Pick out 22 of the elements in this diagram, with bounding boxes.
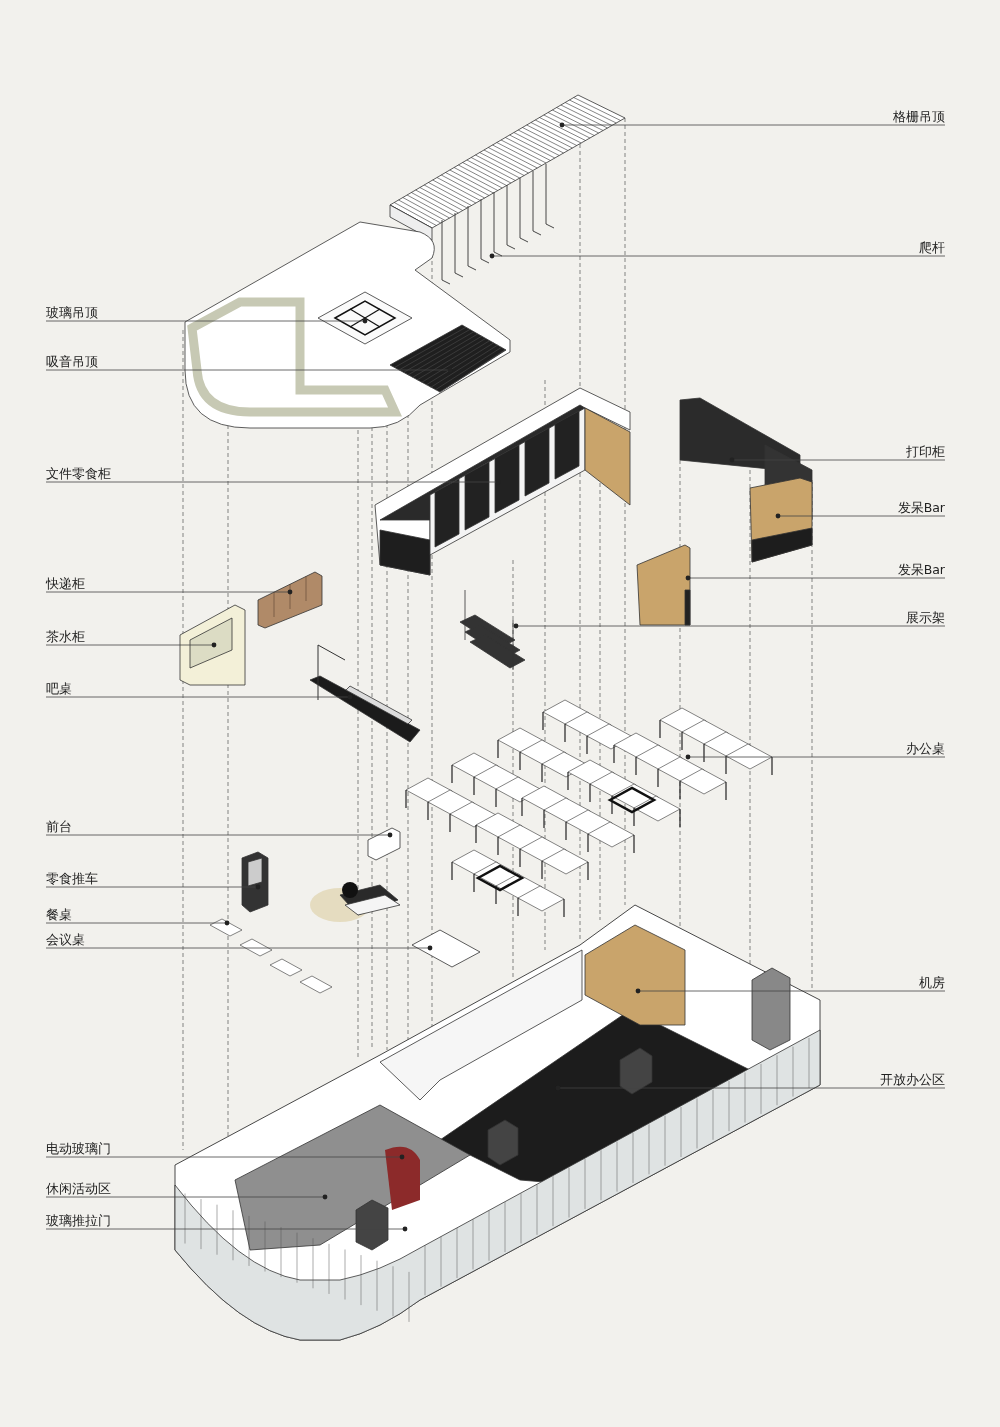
part-label: 爬杆 xyxy=(919,240,945,255)
part-label: 玻璃吊顶 xyxy=(46,305,98,320)
part-label: 打印柜 xyxy=(906,444,945,459)
part-label: 餐桌 xyxy=(46,907,72,922)
part-label: 会议桌 xyxy=(46,932,85,947)
part-label: 文件零食柜 xyxy=(46,466,111,481)
part-label: 快递柜 xyxy=(46,576,85,591)
part-label: 发呆Bar xyxy=(897,500,945,515)
part-label: 机房 xyxy=(919,975,945,990)
part-label: 吸音吊顶 xyxy=(46,354,98,369)
part-label: 发呆Bar xyxy=(897,562,945,577)
part-label: 吧桌 xyxy=(46,681,72,696)
part-label: 电动玻璃门 xyxy=(46,1141,111,1156)
part-label: 玻璃推拉门 xyxy=(46,1213,111,1228)
part-label: 前台 xyxy=(46,819,72,834)
part-label: 茶水柜 xyxy=(46,629,85,644)
part-label: 办公桌 xyxy=(906,741,945,756)
part-label: 零食推车 xyxy=(46,871,98,886)
part-label: 开放办公区 xyxy=(880,1072,945,1087)
part-label: 格栅吊顶 xyxy=(893,109,945,124)
part-label: 展示架 xyxy=(906,610,945,625)
part-label: 休闲活动区 xyxy=(46,1181,111,1196)
